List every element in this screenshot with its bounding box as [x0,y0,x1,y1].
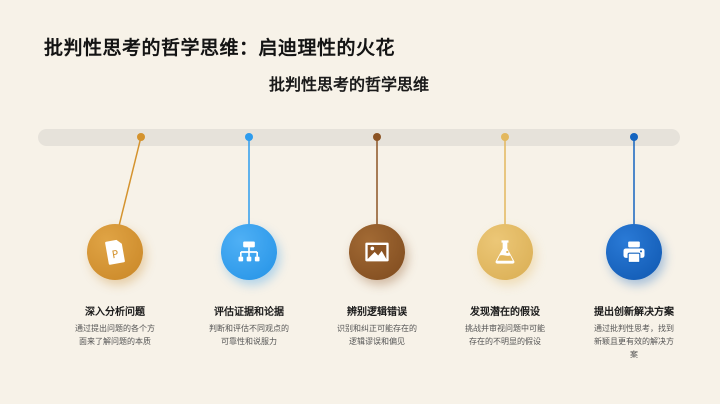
presentation-file-icon: P [105,239,125,265]
step-1-node[interactable]: P [87,224,143,280]
step-2-label: 评估证据和论据 判断和评估不同观点的可靠性和说服力 [184,303,314,348]
step-4-title: 发现潜在的假设 [470,307,540,318]
sitemap-icon [238,241,260,262]
step-5-title: 提出创新解决方案 [594,307,674,318]
svg-text:P: P [111,248,119,261]
step-3-desc: 识别和纠正可能存在的逻辑谬误和偏见 [337,324,417,346]
step-5-desc: 通过批判性思考，找到新颖且更有效的解决方案 [594,324,674,359]
step-5-node[interactable] [606,224,662,280]
step-3-title: 辨别逻辑错误 [347,307,407,318]
step-2-title: 评估证据和论据 [214,307,284,318]
step-4-desc: 挑战并审视问题中可能存在的不明显的假设 [465,324,545,346]
step-4-node[interactable] [477,224,533,280]
step-2-desc: 判断和评估不同观点的可靠性和说服力 [209,324,289,346]
step-3-node[interactable] [349,224,405,280]
page-title: 批判性思考的哲学思维：启迪理性的火花 [44,37,396,59]
step-1-desc: 通过提出问题的各个方面来了解问题的本质 [75,324,155,346]
step-5-label: 提出创新解决方案 通过批判性思考，找到新颖且更有效的解决方案 [569,303,699,361]
image-icon [365,242,389,262]
step-1-title: 深入分析问题 [85,307,145,318]
step-2-node[interactable] [221,224,277,280]
step-1-label: 深入分析问题 通过提出问题的各个方面来了解问题的本质 [50,303,180,348]
timeline-track [38,129,680,146]
flask-icon [495,240,515,264]
step-3-label: 辨别逻辑错误 识别和纠正可能存在的逻辑谬误和偏见 [312,303,442,348]
step-4-label: 发现潜在的假设 挑战并审视问题中可能存在的不明显的假设 [440,303,570,348]
page-subtitle: 批判性思考的哲学思维 [269,75,430,94]
printer-icon [623,241,645,264]
